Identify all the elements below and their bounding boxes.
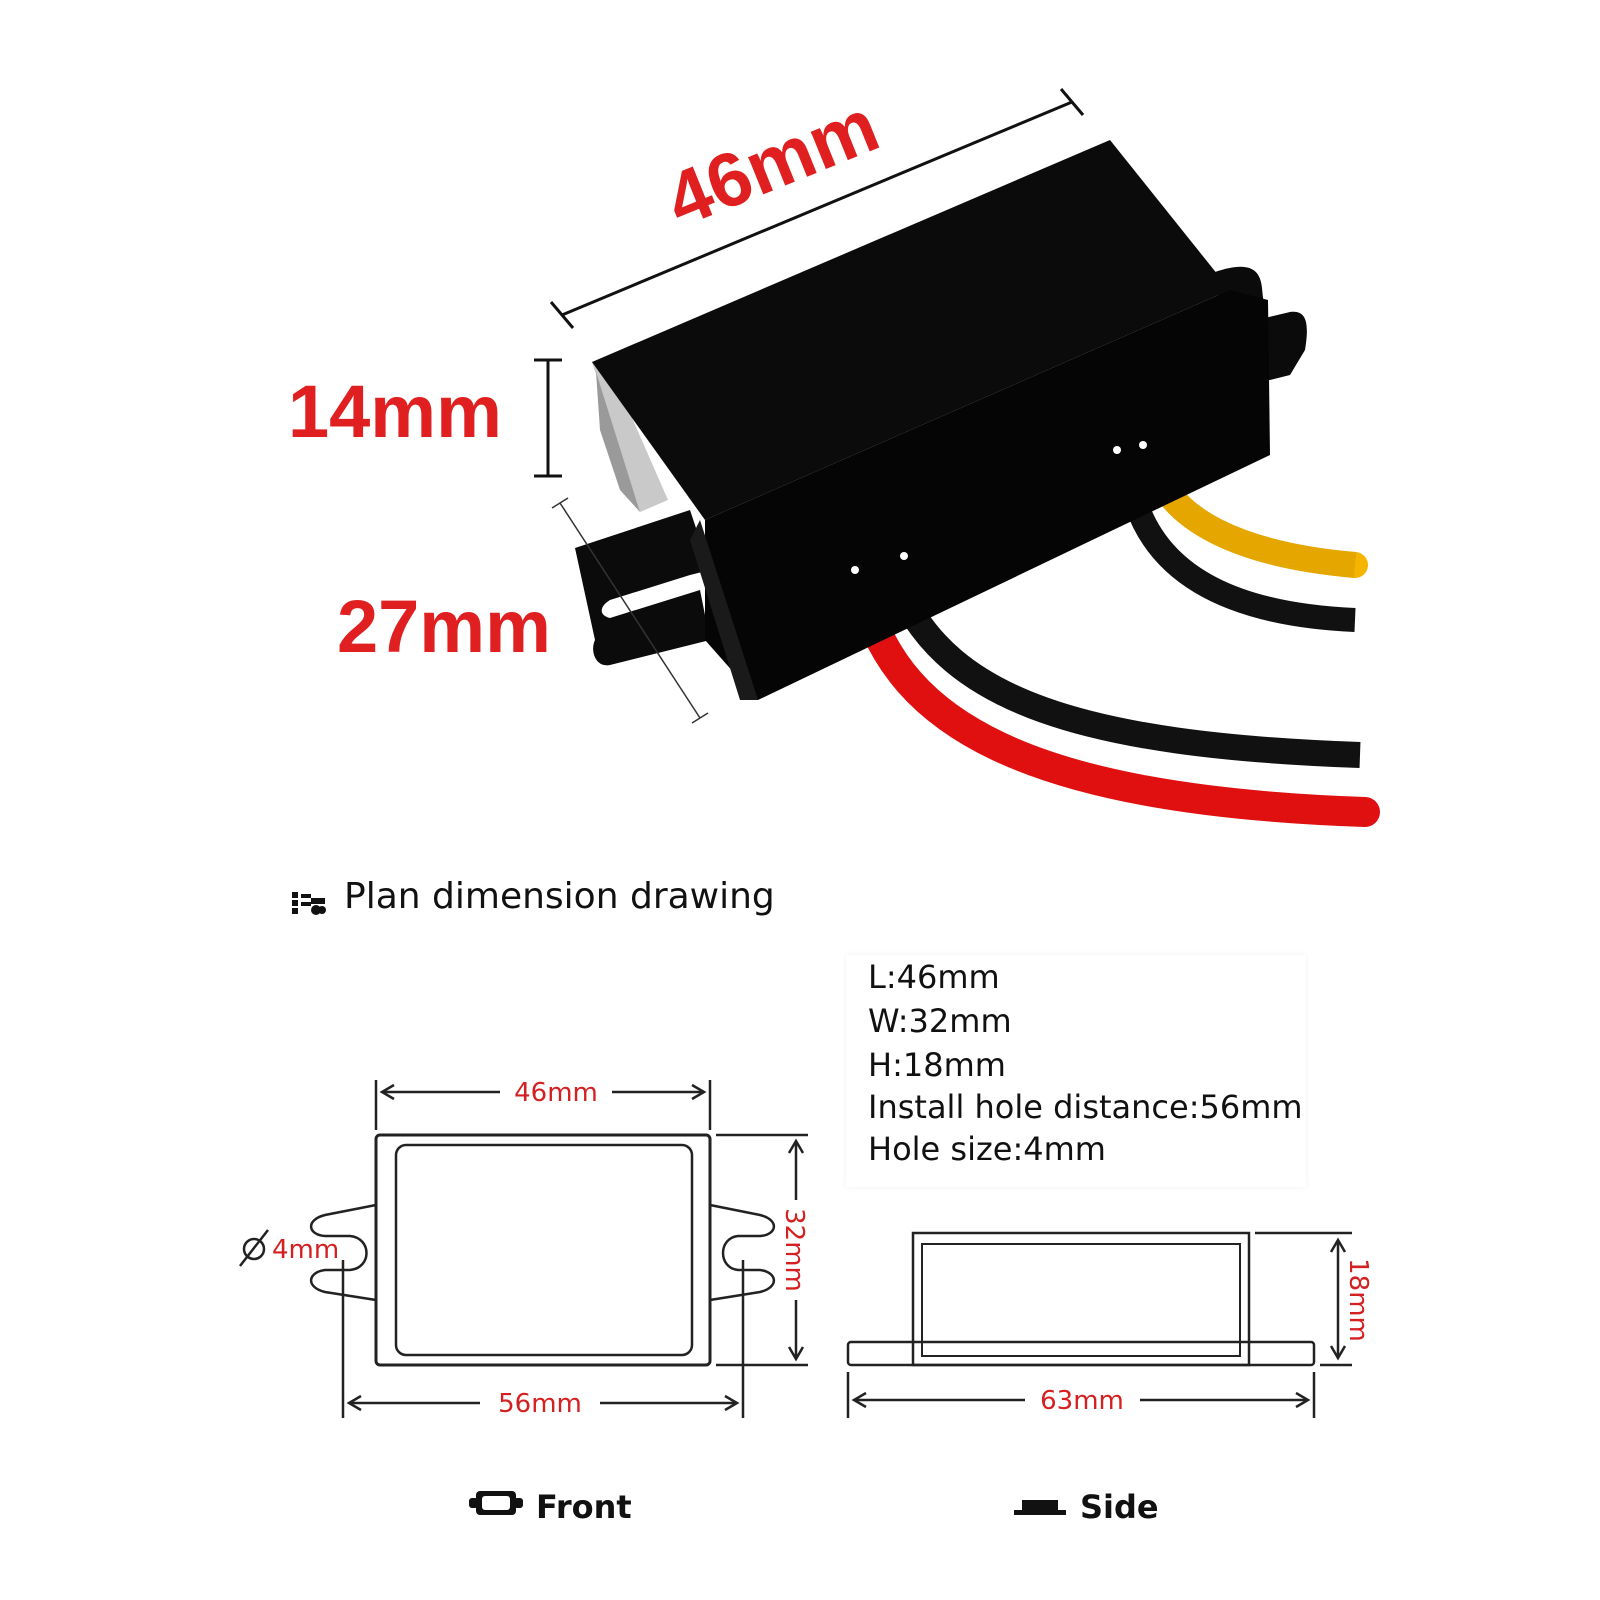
front-view-label: Front <box>468 1488 632 1526</box>
side-height-label: 18mm <box>1343 1258 1373 1342</box>
side-view-label-text: Side <box>1080 1488 1159 1526</box>
side-view-icon <box>1012 1488 1068 1526</box>
hole-size-label: 4mm <box>272 1235 339 1265</box>
section-title-text: Plan dimension drawing <box>344 876 775 917</box>
spec-box: L:46mm W:32mm H:18mm Install hole distan… <box>846 955 1306 1187</box>
spec-height: H:18mm <box>868 1046 1006 1084</box>
red-wire <box>850 585 1380 827</box>
length-label: 46mm <box>655 83 891 244</box>
depth-dimension-line <box>551 497 709 724</box>
side-view-drawing <box>846 1231 1316 1367</box>
side-view-dimension-lines <box>846 1231 1352 1418</box>
height-dimension-line <box>534 358 562 478</box>
front-height-label: 32mm <box>779 1208 809 1292</box>
black-wire-lower <box>888 584 1361 768</box>
section-title: Plan dimension drawing <box>292 876 775 917</box>
spec-hole-size: Hole size:4mm <box>868 1130 1106 1168</box>
side-length-label: 63mm <box>1040 1386 1124 1416</box>
front-view-label-text: Front <box>536 1488 632 1526</box>
length-dimension-line <box>549 88 1085 329</box>
spec-width: W:32mm <box>868 1002 1012 1040</box>
case-front <box>705 290 1270 700</box>
front-view-dimension-lines <box>239 1080 808 1418</box>
hole-distance-label: 56mm <box>498 1389 582 1419</box>
front-view-drawing <box>309 1133 776 1367</box>
spec-length: L:46mm <box>868 958 1000 996</box>
side-view-label: Side <box>1012 1488 1159 1526</box>
product-illustration <box>575 140 1380 827</box>
left-mounting-ear <box>575 510 710 666</box>
depth-label: 27mm <box>337 585 551 668</box>
list-icon <box>292 884 326 915</box>
front-width-label: 46mm <box>514 1078 598 1108</box>
height-label: 14mm <box>288 370 502 453</box>
spec-install-hole-distance: Install hole distance:56mm <box>868 1088 1303 1126</box>
case-top <box>592 140 1230 520</box>
black-wire-upper <box>1123 496 1356 632</box>
front-view-icon <box>468 1488 524 1526</box>
